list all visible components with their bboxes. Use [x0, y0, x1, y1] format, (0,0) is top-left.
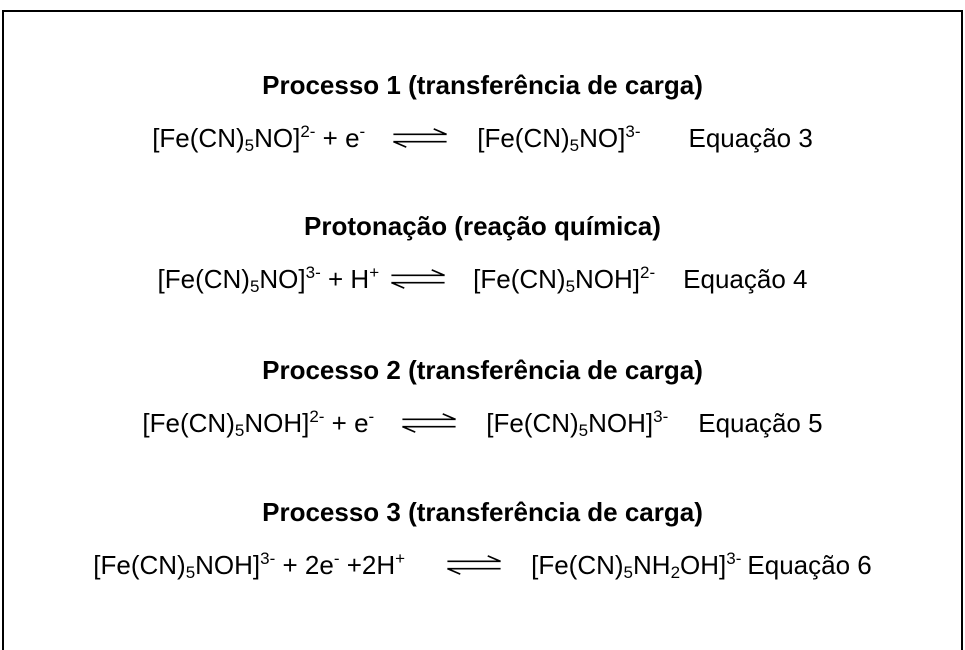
equilibrium-arrow-icon — [446, 555, 502, 575]
equilibrium-arrow-icon — [392, 128, 448, 148]
equation-label: Equação 3 — [688, 123, 813, 153]
equation-label: Equação 5 — [698, 408, 823, 438]
product: [Fe(CN)5NOH]2- — [473, 263, 656, 296]
product: [Fe(CN)5NH2OH]3- — [531, 549, 742, 582]
equation-3: [Fe(CN)5NO]2- + e- [Fe(CN)5NO]3- Equação 3 — [0, 122, 965, 155]
reactant: [Fe(CN)5NOH]3- + 2e- +2H+ — [93, 549, 406, 582]
equation-4: [Fe(CN)5NO]3- + H+ [Fe(CN)5NOH]2- Equação … — [0, 263, 965, 296]
equilibrium-arrow-icon — [390, 269, 446, 289]
equation-5: [Fe(CN)5NOH]2- + e- [Fe(CN)5NOH]3- Equação… — [0, 407, 965, 440]
section-heading-processo-1: Processo 1 (transferência de carga) — [262, 70, 703, 100]
equation-label: Equação 4 — [683, 264, 808, 294]
product: [Fe(CN)5NOH]3- — [486, 407, 669, 440]
equation-label: Equação 6 — [747, 550, 872, 580]
section-heading-processo-2: Processo 2 (transferência de carga) — [262, 355, 703, 385]
reactant: [Fe(CN)5NO]2- + e- — [152, 122, 366, 155]
section-heading-processo-3: Processo 3 (transferência de carga) — [262, 497, 703, 527]
equation-6: [Fe(CN)5NOH]3- + 2e- +2H+ [Fe(CN)5NH2OH]3… — [0, 549, 965, 582]
product: [Fe(CN)5NO]3- — [477, 122, 641, 155]
document-frame — [2, 10, 963, 650]
equilibrium-arrow-icon — [401, 413, 457, 433]
reactant: [Fe(CN)5NO]3- + H+ — [157, 263, 380, 296]
section-heading-protonacao: Protonação (reação química) — [304, 211, 661, 241]
reactant: [Fe(CN)5NOH]2- + e- — [142, 407, 375, 440]
